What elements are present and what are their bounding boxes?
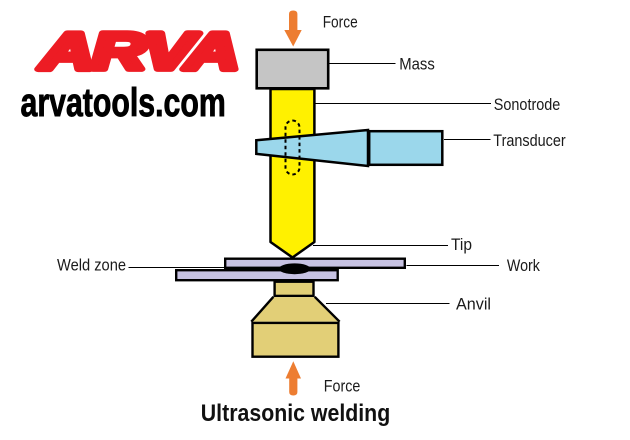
svg-text:Transducer: Transducer [493,132,566,150]
svg-text:Work: Work [507,257,541,275]
svg-text:Ultrasonic welding: Ultrasonic welding [201,398,390,426]
svg-text:Force: Force [324,377,361,395]
svg-text:Tip: Tip [451,236,472,254]
svg-text:Anvil: Anvil [456,296,491,314]
svg-text:Mass: Mass [399,56,435,74]
svg-text:Force: Force [323,14,358,32]
svg-text:Weld zone: Weld zone [57,257,126,275]
svg-text:arvatools.com: arvatools.com [21,80,226,125]
svg-text:ARVA: ARVA [38,22,237,80]
svg-text:Sonotrode: Sonotrode [494,96,561,114]
